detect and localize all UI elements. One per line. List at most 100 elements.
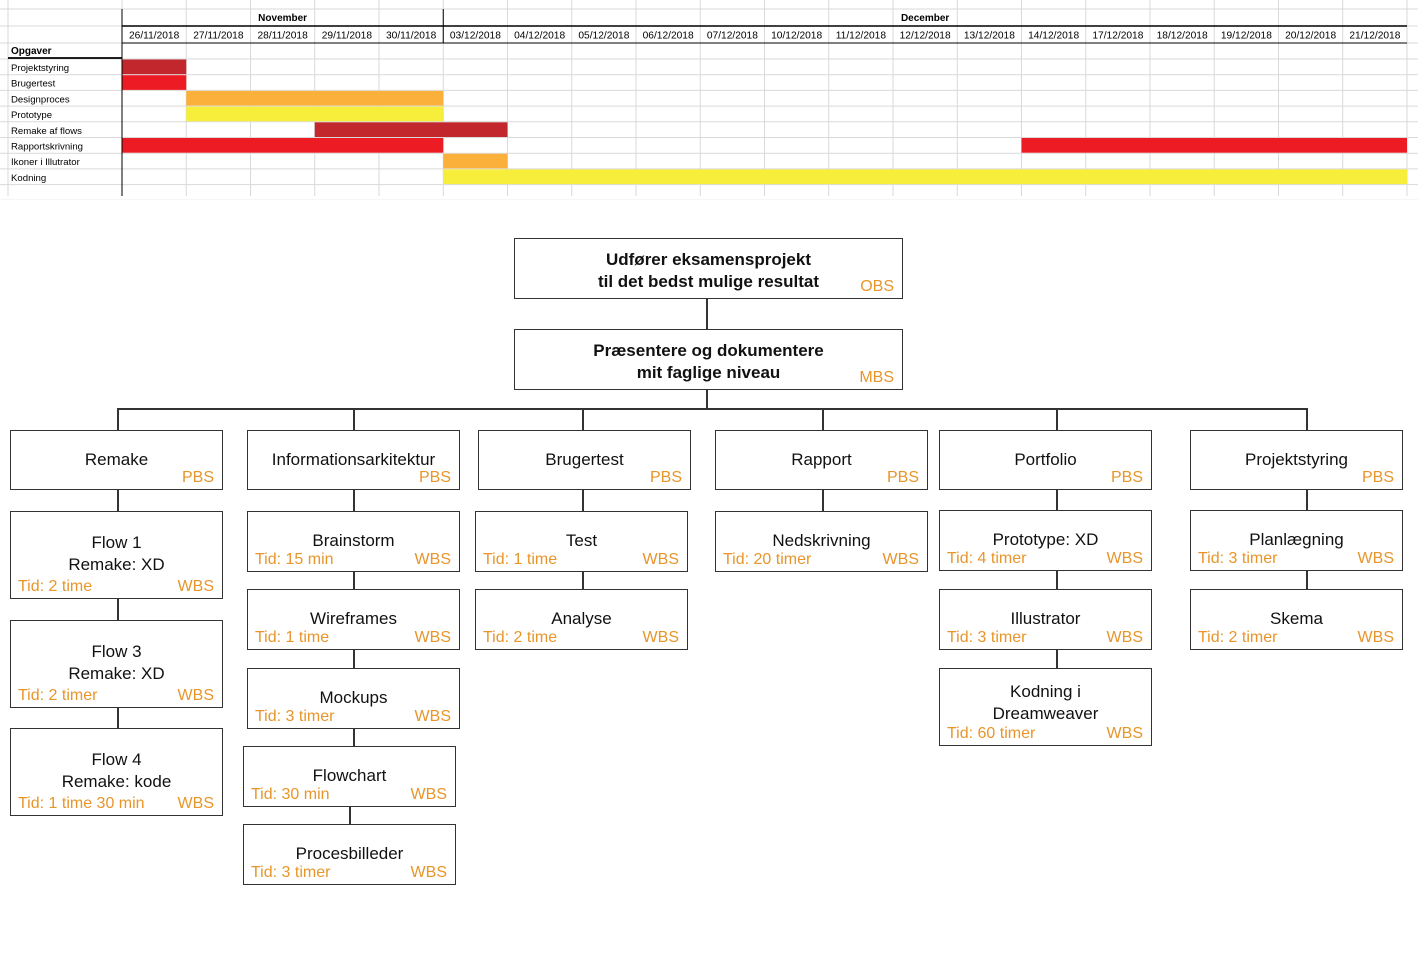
node-title: Flow 4 bbox=[91, 750, 142, 769]
node-title: Test bbox=[565, 531, 598, 550]
level-tag: PBS bbox=[1361, 469, 1394, 486]
node-title: Flow 3 bbox=[91, 642, 142, 661]
task-label: Prototype bbox=[11, 110, 52, 121]
time-estimate: Tid: 4 timer bbox=[947, 550, 1027, 567]
connector-line bbox=[1056, 408, 1058, 430]
level-tag: PBS bbox=[649, 469, 682, 486]
connector-line bbox=[1056, 490, 1058, 510]
node-title-line2: Remake: XD bbox=[68, 555, 165, 574]
level-tag: PBS bbox=[1110, 469, 1143, 486]
connector-line bbox=[582, 408, 584, 430]
date-label: 03/12/2018 bbox=[450, 31, 501, 42]
time-estimate: Tid: 1 time bbox=[483, 551, 558, 568]
level-tag: WBS bbox=[642, 629, 679, 646]
time-estimate: Tid: 3 timer bbox=[947, 629, 1027, 646]
date-label: 06/12/2018 bbox=[643, 31, 694, 42]
gantt-bar-rapportskrivning bbox=[1021, 138, 1407, 153]
gantt-bar-remake-af-flows bbox=[314, 122, 508, 137]
connector-line bbox=[117, 599, 119, 620]
node-title: Skema bbox=[1270, 609, 1323, 628]
time-estimate: Tid: 2 timer bbox=[18, 687, 98, 704]
connector-line bbox=[1306, 571, 1308, 589]
node-title: Prototype: XD bbox=[992, 530, 1099, 549]
level-tag: WBS bbox=[177, 687, 214, 704]
connector-line bbox=[353, 650, 355, 668]
node-title: Wireframes bbox=[310, 609, 397, 628]
connector-line bbox=[1306, 408, 1308, 430]
level-tag: WBS bbox=[1357, 550, 1394, 567]
time-estimate: Tid: 60 timer bbox=[947, 725, 1036, 742]
level-tag: PBS bbox=[418, 469, 451, 486]
node-title: Rapport bbox=[791, 450, 852, 469]
gantt-bar-prototype bbox=[186, 106, 444, 122]
node-title: Procesbilleder bbox=[295, 844, 404, 863]
node-title-line2: til det bedst mulige resultat bbox=[597, 272, 820, 291]
level-tag: WBS bbox=[177, 578, 214, 595]
month-label: November bbox=[258, 13, 307, 24]
task-label: Ikoner i Illutrator bbox=[11, 157, 81, 168]
node-title: Portfolio bbox=[1014, 450, 1077, 469]
time-estimate: Tid: 1 time bbox=[255, 629, 330, 646]
level-tag: WBS bbox=[1106, 550, 1143, 567]
date-label: 30/11/2018 bbox=[386, 31, 437, 42]
level-tag: OBS bbox=[860, 278, 894, 295]
connector-line bbox=[353, 729, 355, 746]
time-estimate: Tid: 20 timer bbox=[723, 551, 812, 568]
level-tag: PBS bbox=[886, 469, 919, 486]
level-tag: WBS bbox=[1106, 629, 1143, 646]
connector-line bbox=[117, 408, 1308, 410]
date-label: 28/11/2018 bbox=[258, 31, 309, 42]
connector-line bbox=[117, 708, 119, 728]
connector-line bbox=[117, 490, 119, 511]
task-label: Brugertest bbox=[11, 79, 56, 90]
connector-line bbox=[822, 490, 824, 511]
date-label: 04/12/2018 bbox=[514, 31, 565, 42]
time-estimate: Tid: 3 timer bbox=[251, 864, 331, 881]
node-title: Flow 1 bbox=[91, 533, 142, 552]
connector-line bbox=[353, 408, 355, 430]
tasks-header: Opgaver bbox=[11, 46, 52, 57]
connector-line bbox=[353, 490, 355, 511]
node-title: Brainstorm bbox=[312, 531, 395, 550]
gantt-bar-kodning bbox=[443, 169, 1407, 185]
date-label: 17/12/2018 bbox=[1092, 31, 1143, 42]
date-label: 14/12/2018 bbox=[1028, 31, 1079, 42]
connector-line bbox=[582, 490, 584, 511]
level-tag: WBS bbox=[177, 795, 214, 812]
task-label: Remake af flows bbox=[11, 126, 82, 137]
date-label: 29/11/2018 bbox=[322, 31, 373, 42]
gantt-bar-ikoner-i-illutrator bbox=[443, 153, 508, 169]
level-tag: WBS bbox=[414, 629, 451, 646]
date-label: 21/12/2018 bbox=[1349, 31, 1400, 42]
level-tag: WBS bbox=[642, 551, 679, 568]
time-estimate: Tid: 3 timer bbox=[255, 708, 335, 725]
node-title: Kodning i bbox=[1010, 682, 1081, 701]
node-title-line2: mit faglige niveau bbox=[636, 363, 781, 382]
connector-line bbox=[1056, 650, 1058, 668]
task-label: Kodning bbox=[11, 173, 46, 184]
date-label: 27/11/2018 bbox=[193, 31, 244, 42]
gantt-bar-rapportskrivning bbox=[122, 138, 444, 153]
node-title: Projektstyring bbox=[1245, 450, 1348, 469]
node-title-line2: Remake: kode bbox=[61, 772, 172, 791]
level-tag: WBS bbox=[882, 551, 919, 568]
